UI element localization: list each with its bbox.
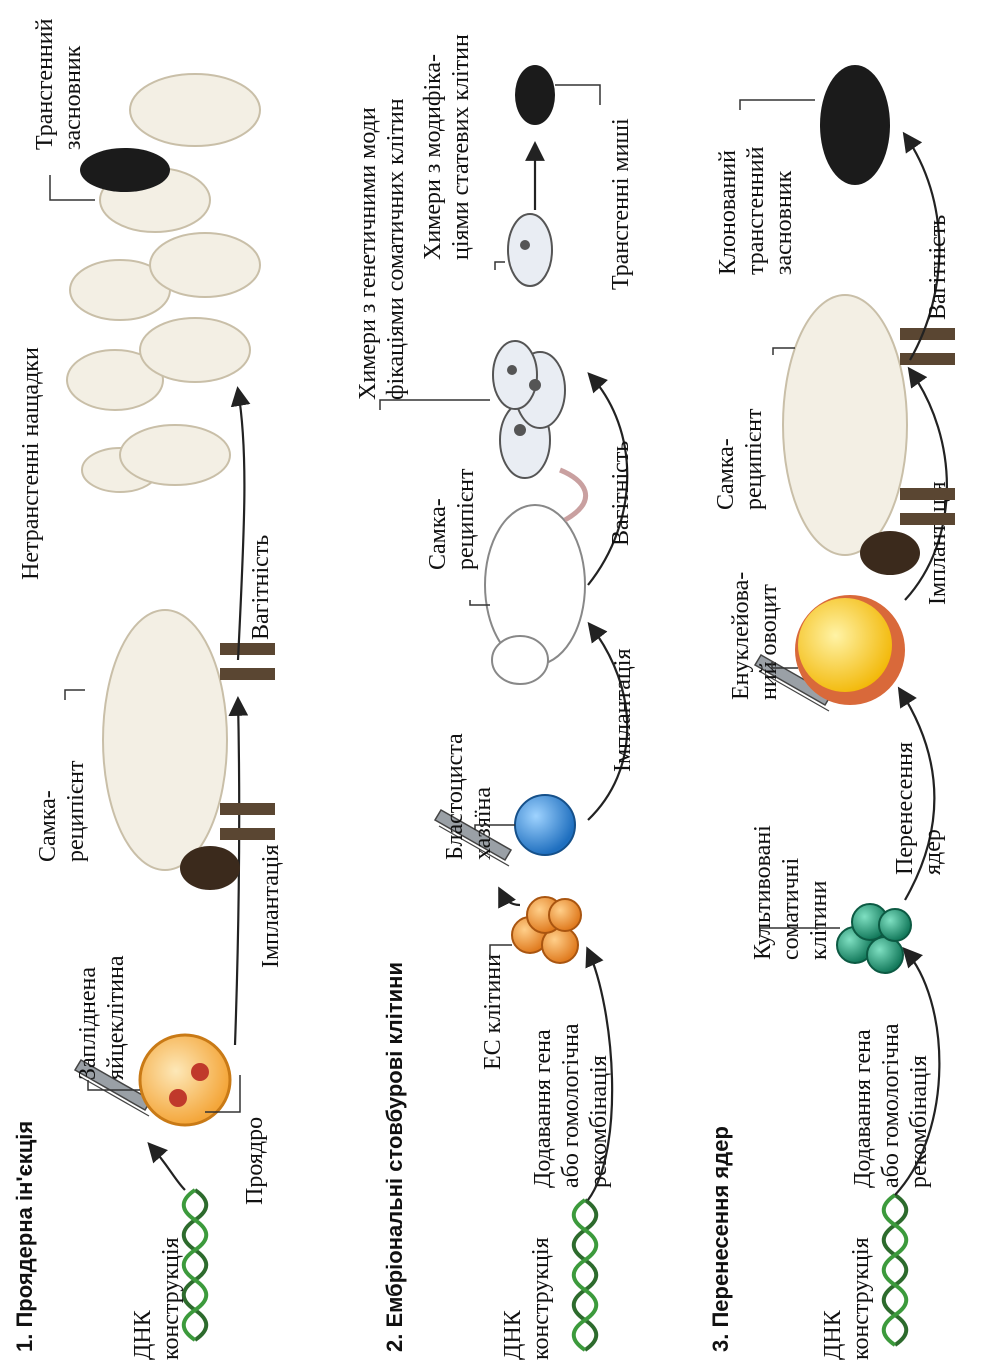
- nuclear-transfer-label: Перенесення ядер: [892, 736, 946, 875]
- founder-label: Трансгенний засновник: [32, 13, 86, 150]
- arrow-es-to-pipette: [500, 890, 520, 905]
- section-3: 3. Перенесення ядер ДНК конструкція Дода…: [708, 65, 955, 1360]
- pronucleus-icon: [169, 1089, 187, 1107]
- leader-line: [380, 400, 490, 410]
- recipient-label: Самка- реципієнт: [425, 468, 479, 570]
- recipient-label: Самка- реципієнт: [713, 408, 767, 510]
- gene-add-label: Додавання гена або гомологічна рекомбіна…: [530, 1017, 612, 1188]
- dna-helix-icon: [184, 1190, 207, 1340]
- leader-line: [740, 100, 815, 110]
- germline-chimera-mouse-icon: [508, 214, 552, 286]
- leader-line: [773, 348, 795, 355]
- section-3-title: 3. Перенесення ядер: [708, 1126, 733, 1352]
- recipient-mouse-icon: [485, 470, 586, 684]
- cloned-founder-label: Клонований трансгенний засновник: [715, 141, 797, 275]
- leader-line: [555, 85, 600, 105]
- host-blastocyst-icon: [515, 795, 575, 855]
- cultured-cells-label: Культивовані соматичні клітини: [750, 819, 832, 960]
- enucleated-oocyte-label: Енуклейова- ний овоцит: [728, 566, 782, 700]
- dna-helix-icon: [884, 1195, 907, 1345]
- offspring-flock-icon: [67, 74, 260, 492]
- implant-label: Імплантація: [610, 649, 636, 772]
- chimera-germ-label: Химери з модифіка- ціями статевих клітин: [420, 34, 474, 260]
- leader-line: [495, 262, 505, 270]
- gene-add-label: Додавання гена або гомологічна рекомбіна…: [850, 1017, 932, 1188]
- arrow-pregnancy: [238, 390, 244, 660]
- fertilized-egg-label: Запліднена яйцеклітина: [75, 955, 129, 1080]
- dna-label: ДНК конструкція: [130, 1237, 184, 1360]
- section-2-title: 2. Ембріональні стовбурові клітини: [382, 962, 407, 1352]
- pregnancy-label: Вагітність: [248, 535, 274, 640]
- dna-label: ДНК конструкція: [500, 1237, 554, 1360]
- chimera-somatic-label: Химери з генетичними моди фікаціями сома…: [355, 98, 409, 400]
- es-cells-icon: [512, 897, 581, 963]
- section-1-title: 1. Проядерна ін'єкція: [12, 1121, 37, 1352]
- implant-label: Імплантація: [258, 845, 284, 968]
- pronucleus-label: Проядро: [242, 1117, 268, 1205]
- arrow-dna-to-pipette: [150, 1145, 185, 1190]
- leader-line: [65, 690, 85, 700]
- recipient-label: Самка- реципієнт: [35, 760, 89, 862]
- chimera-mice-icon: [493, 341, 565, 478]
- pregnancy-label: Вагітність: [925, 215, 951, 320]
- section-1: 1. Проядерна ін'єкція ДНК конструкція За…: [12, 13, 284, 1360]
- offspring-label: Нетрансгенні нащадки: [18, 347, 44, 580]
- somatic-cells-icon: [837, 904, 911, 973]
- implant-label: Імплантація: [925, 482, 951, 605]
- es-cells-label: ЕС клітини: [480, 954, 506, 1070]
- transgenic-mouse-icon: [515, 65, 555, 125]
- transgenic-founder-sheep-icon: [80, 148, 170, 192]
- enucleated-oocyte-icon: [798, 598, 892, 692]
- dna-label: ДНК конструкція: [820, 1237, 874, 1360]
- transgenic-mice-label: Трансгенні миші: [608, 118, 634, 290]
- pronucleus-icon: [191, 1063, 209, 1081]
- dna-helix-icon: [574, 1200, 597, 1350]
- recipient-sheep-icon: [103, 610, 275, 890]
- cloned-founder-sheep-icon: [820, 65, 890, 185]
- section-2: 2. Ембріональні стовбурові клітини ДНК к…: [355, 34, 636, 1360]
- pregnancy-label: Вагітність: [608, 441, 634, 546]
